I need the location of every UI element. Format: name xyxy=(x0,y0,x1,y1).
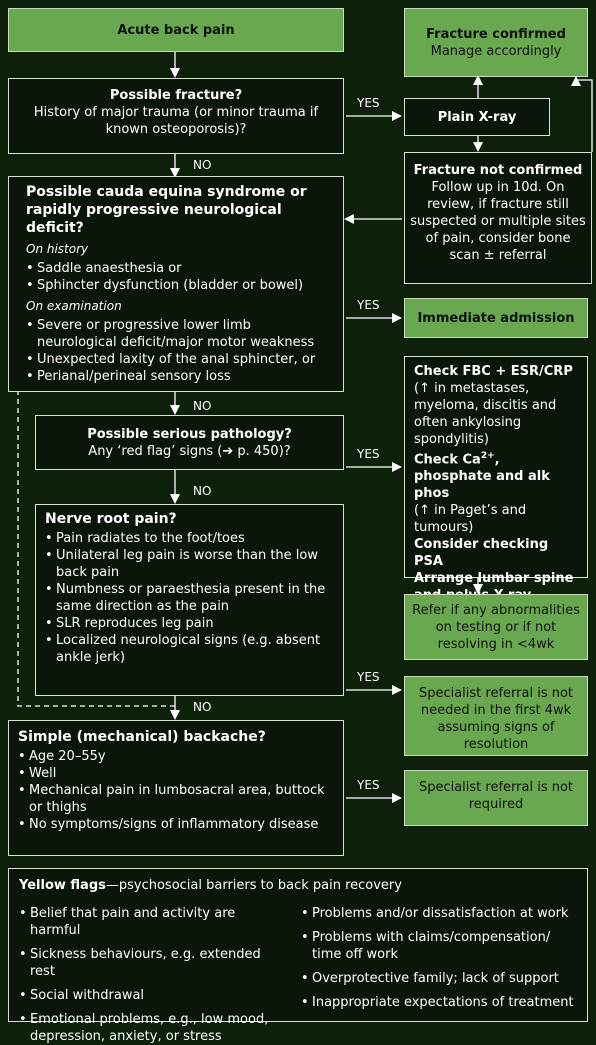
yellow-flag-item: Emotional problems, e.g., low mood, depr… xyxy=(19,1011,289,1045)
immediate-admission-box: Immediate admission xyxy=(404,298,588,338)
simple-backache-title: Simple (mechanical) backache? xyxy=(18,729,266,745)
on-history-label: On history xyxy=(26,242,89,256)
yellow-flag-item: Sickness behaviours, e.g. extended rest xyxy=(19,946,289,980)
label-yes-serious: YES xyxy=(357,447,380,461)
nerve-root-item: Numbness or paraesthesia present in the … xyxy=(45,581,335,615)
nerve-root-item: Unilateral leg pain is worse than the lo… xyxy=(45,547,335,581)
label-yes-simple: YES xyxy=(357,778,380,792)
fracture-not-confirmed-title: Fracture not confirmed xyxy=(413,163,583,178)
nerve-root-item: SLR reproduces leg pain xyxy=(45,615,335,632)
specialist-not-required-box: Specialist referral is not required xyxy=(404,770,588,826)
simple-backache-item: No symptoms/signs of inflammatory diseas… xyxy=(18,816,335,833)
simple-backache-box: Simple (mechanical) backache? Age 20–55y… xyxy=(8,720,344,856)
nerve-root-box: Nerve root pain? Pain radiates to the fo… xyxy=(35,504,344,696)
simple-backache-item: Age 20–55y xyxy=(18,748,335,765)
acute-back-pain-box: Acute back pain xyxy=(8,8,344,52)
history-item: Sphincter dysfunction (bladder or bowel) xyxy=(26,277,333,294)
yellow-flag-item: Problems and/or dissatisfaction at work xyxy=(301,905,581,922)
check-psa-line: Consider checking PSA xyxy=(414,537,549,570)
simple-backache-item: Mechanical pain in lumbosacral area, but… xyxy=(18,782,335,816)
label-yes-fracture: YES xyxy=(357,96,380,110)
serious-pathology-box: Possible serious pathology? Any ‘red fla… xyxy=(35,415,344,470)
simple-backache-item: Well xyxy=(18,765,335,782)
dashed-return-line xyxy=(17,384,175,707)
specialist-not-needed-box: Specialist referral is not needed in the… xyxy=(404,676,588,756)
check-ca-superscript: 2+ xyxy=(480,451,495,461)
history-item: Saddle anaesthesia or xyxy=(26,260,333,277)
yellow-flags-heading: Yellow flags—psychosocial barriers to ba… xyxy=(19,877,579,894)
fracture-not-confirmed-box: Fracture not confirmed Follow up in 10d.… xyxy=(404,152,592,284)
fracture-confirmed-text: Manage accordingly xyxy=(430,44,562,59)
possible-fracture-box: Possible fracture? History of major trau… xyxy=(8,78,344,154)
label-no-serious: NO xyxy=(193,484,212,498)
plain-xray-box: Plain X-ray xyxy=(404,98,550,136)
check-ca-rest: , phosphate and alk phos xyxy=(414,452,550,502)
exam-item: Unexpected laxity of the anal sphincter,… xyxy=(26,351,333,368)
check-fbc-line: Check FBC + ESR/CRP xyxy=(414,364,573,379)
possible-fracture-title: Possible fracture? xyxy=(109,88,243,103)
label-no-fracture: NO xyxy=(193,158,212,172)
on-examination-label: On examination xyxy=(26,299,122,313)
check-investigations-box: Check FBC + ESR/CRP (↑ in metastases, my… xyxy=(404,356,588,603)
yellow-flags-left-column: Belief that pain and activity are harmfu… xyxy=(19,905,289,1045)
serious-pathology-text: Any ‘red flag’ signs (➔ p. 450)? xyxy=(88,444,291,459)
yellow-flag-item: Overprotective family; lack of support xyxy=(301,970,581,987)
cauda-equina-title: Possible cauda equina syndrome or rapidl… xyxy=(26,184,307,236)
check-ca-note: (↑ in Paget’s and tumours) xyxy=(414,503,527,536)
label-no-cauda: NO xyxy=(193,399,212,413)
exam-item: Perianal/perineal sensory loss xyxy=(26,368,333,385)
possible-fracture-text: History of major trauma (or minor trauma… xyxy=(33,105,319,137)
label-yes-nerve: YES xyxy=(357,670,380,684)
yellow-flag-item: Belief that pain and activity are harmfu… xyxy=(19,905,289,939)
line-notconfirmed-loop xyxy=(576,79,593,152)
refer-abnormalities-box: Refer if any abnormalities on testing or… xyxy=(404,594,588,660)
cauda-equina-box: Possible cauda equina syndrome or rapidl… xyxy=(8,176,344,392)
yellow-flags-subtitle: —psychosocial barriers to back pain reco… xyxy=(105,878,402,893)
yellow-flags-box: Yellow flags—psychosocial barriers to ba… xyxy=(8,868,588,1044)
fracture-not-confirmed-text: Follow up in 10d. On review, if fracture… xyxy=(410,180,586,263)
fracture-confirmed-title: Fracture confirmed xyxy=(426,27,566,42)
fracture-confirmed-box: Fracture confirmed Manage accordingly xyxy=(404,8,588,77)
nerve-root-title: Nerve root pain? xyxy=(45,511,177,527)
check-ca-text: Check Ca xyxy=(414,452,481,468)
exam-item: Severe or progressive lower limb neurolo… xyxy=(26,317,333,351)
yellow-flag-item: Inappropriate expectations of treatment xyxy=(301,994,581,1011)
label-no-nerve: NO xyxy=(193,700,212,714)
label-yes-cauda: YES xyxy=(357,298,380,312)
check-ca-line: Check Ca2+, phosphate and alk phos xyxy=(414,448,581,502)
yellow-flag-item: Problems with claims/compensation/ time … xyxy=(301,929,581,963)
nerve-root-item: Localized neurological signs (e.g. absen… xyxy=(45,632,335,666)
check-fbc-note: (↑ in metastases, myeloma, discitis and … xyxy=(414,381,557,447)
nerve-root-item: Pain radiates to the foot/toes xyxy=(45,530,335,547)
yellow-flags-title: Yellow flags xyxy=(19,878,106,893)
yellow-flag-item: Social withdrawal xyxy=(19,987,289,1004)
serious-pathology-title: Possible serious pathology? xyxy=(87,427,292,442)
yellow-flags-right-column: Problems and/or dissatisfaction at work … xyxy=(301,905,581,1011)
